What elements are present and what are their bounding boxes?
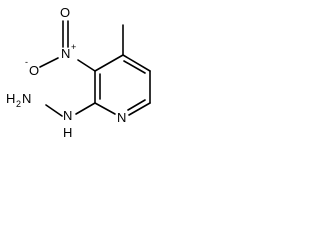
nitro-oxygen-left-charge: - — [25, 57, 28, 67]
bond-c3-c4 — [94, 54, 124, 72]
bond-c4-c5-inner — [123, 60, 146, 74]
bond-n-o-left — [39, 57, 59, 68]
ring-nitrogen-label: N — [117, 110, 126, 125]
hydrazine-group — [45, 102, 96, 117]
bond-c4-c5 — [122, 54, 151, 72]
nitro-group — [39, 20, 96, 72]
amine-h-label: H — [6, 91, 15, 106]
pyridine-ring — [94, 54, 151, 116]
nitro-nitrogen-label: N — [61, 46, 70, 61]
chemical-structure: O N + O - N N H H 2 N — [6, 5, 151, 140]
nitro-oxygen-left-label: O — [29, 63, 39, 78]
amine-n-label: N — [22, 91, 31, 106]
hydrazine-n-label: N — [63, 108, 72, 123]
bond-c2-nh — [75, 102, 96, 115]
amine-subscript-label: 2 — [16, 99, 21, 109]
nitro-oxygen-top-label: O — [60, 5, 70, 20]
hydrazine-h-label: H — [63, 125, 72, 140]
bond-c3-n-nitro — [77, 59, 96, 72]
nitro-nitrogen-charge: + — [71, 42, 76, 52]
bond-nh-nh2 — [45, 104, 63, 117]
bond-c6-n1-inner — [127, 99, 146, 111]
bond-n1-c2 — [94, 102, 116, 115]
bond-c6-n1 — [128, 102, 151, 116]
